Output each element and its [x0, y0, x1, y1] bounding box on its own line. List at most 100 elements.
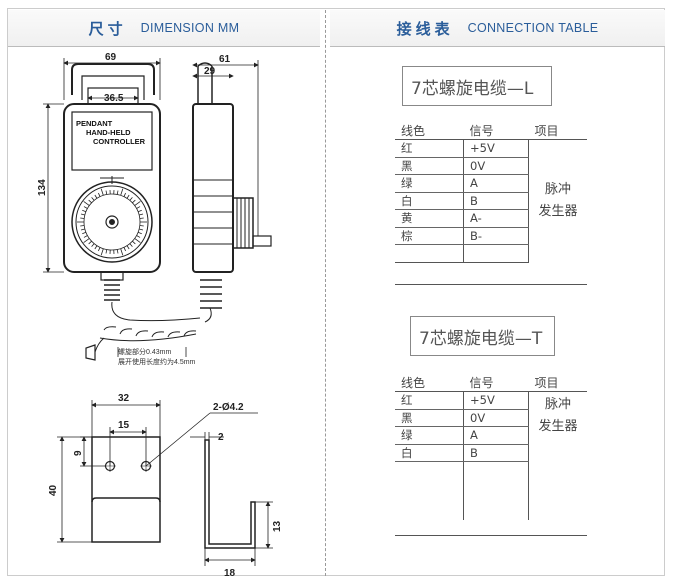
dimension-header: 尺寸 DIMENSION MM	[8, 10, 320, 47]
cable-note-2: 展开使用长度约为4.5mm	[118, 357, 196, 366]
item-line-2: 发生器	[538, 204, 578, 219]
col-header-item: 项目	[528, 374, 587, 392]
dial-tick	[100, 188, 104, 196]
table-row	[395, 461, 587, 486]
dim-bracket-40: 40	[48, 484, 59, 496]
dial-tick	[83, 235, 88, 238]
signal	[463, 461, 529, 486]
dial-tick	[139, 213, 144, 216]
cable-t-title: 7芯螺旋电缆—T	[410, 316, 555, 356]
signal: A-	[463, 209, 529, 228]
wire-color: 黄	[395, 209, 464, 228]
signal: +5V	[463, 391, 529, 410]
dial-tick	[134, 201, 141, 206]
signal	[463, 486, 529, 520]
wire-color: 棕	[395, 227, 464, 245]
dial-tick	[139, 228, 144, 231]
dim-bracket-32: 32	[118, 393, 130, 404]
pendant-side-view	[192, 62, 272, 323]
dim-bracket-15: 15	[118, 420, 130, 431]
table-row: 红+5V 脉冲发生器	[395, 391, 587, 434]
pendant-label-1: PENDANT	[76, 119, 113, 128]
dial-tick	[83, 201, 90, 206]
coiled-cable	[85, 301, 201, 361]
signal: 0V	[463, 409, 529, 427]
signal: 0V	[463, 157, 529, 175]
dial-tick	[83, 238, 90, 243]
item-line-1: 脉冲	[544, 182, 571, 197]
dial-tick	[132, 199, 136, 204]
dial-tick	[120, 248, 124, 256]
dial-tick	[88, 199, 92, 204]
dial-ticks	[77, 188, 147, 256]
dial-tick	[129, 197, 133, 201]
dial-tick	[80, 217, 85, 219]
dial-tick	[137, 209, 142, 213]
wire-color: 白	[395, 192, 464, 210]
bracket-side-view	[204, 439, 256, 549]
dial-tick	[88, 240, 92, 245]
dial-tick	[132, 240, 136, 245]
dial-tick	[94, 245, 98, 250]
dial-tick	[94, 194, 98, 199]
column-divider	[325, 10, 326, 576]
dim-leg-13: 13	[272, 520, 283, 532]
dial-tick	[120, 188, 124, 196]
signal	[463, 244, 529, 263]
cable-note-1: 螺旋部分0.43mm	[118, 347, 171, 356]
table-header: 线色 信号 项目	[395, 374, 587, 392]
dim-label-36-5: 36.5	[104, 93, 124, 104]
dial-tick	[80, 225, 85, 227]
connection-title-en: CONNECTION TABLE	[467, 21, 599, 35]
dial-tick	[139, 217, 144, 219]
dial-tick	[116, 190, 119, 195]
wire-color: 白	[395, 444, 464, 462]
dial-tick	[123, 192, 126, 197]
table-row	[395, 486, 587, 520]
item-line-1: 脉冲	[544, 397, 571, 412]
bracket-front-view	[91, 436, 161, 543]
table-l-bottom-rule	[395, 284, 587, 285]
connection-header: 接线表 CONNECTION TABLE	[330, 10, 665, 47]
col-header-item: 项目	[528, 122, 587, 140]
page-frame	[7, 8, 665, 576]
dial-tick	[126, 194, 130, 199]
dial-tick	[100, 248, 104, 256]
dial-tick	[136, 206, 141, 209]
dial-tick	[136, 235, 141, 238]
wire-color: 红	[395, 391, 464, 410]
dial-tick	[105, 249, 108, 254]
wire-color: 黑	[395, 157, 464, 175]
dial-tick	[123, 247, 126, 252]
wire-color: 黑	[395, 409, 464, 427]
dim-holes: 2-Ø4.2	[213, 402, 244, 413]
dim-depth-61: 61	[219, 54, 231, 65]
dim-thick-2: 2	[218, 432, 224, 443]
signal: B	[463, 444, 529, 462]
wire-color	[395, 486, 464, 520]
dial-tick	[82, 209, 87, 213]
dial-tick	[134, 238, 141, 243]
dial-tick	[98, 247, 101, 252]
dimension-drawing: PENDANT HAND-HELD CONTROLLER 螺旋部分0.43mm …	[37, 52, 283, 579]
item-cell: 脉冲发生器	[529, 392, 588, 521]
dial-tick	[137, 231, 142, 235]
dial-tick	[91, 197, 95, 201]
col-header-color: 线色	[395, 374, 464, 392]
cable-l-title: 7芯螺旋电缆—L	[402, 66, 552, 106]
signal: A	[463, 426, 529, 445]
dim-width-69: 69	[105, 52, 117, 63]
dial-tick	[105, 190, 108, 195]
dial-tick	[129, 243, 133, 247]
pendant-label-2: HAND-HELD	[86, 128, 131, 137]
dim-base-18: 18	[224, 568, 236, 579]
col-header-signal: 信号	[463, 374, 529, 392]
